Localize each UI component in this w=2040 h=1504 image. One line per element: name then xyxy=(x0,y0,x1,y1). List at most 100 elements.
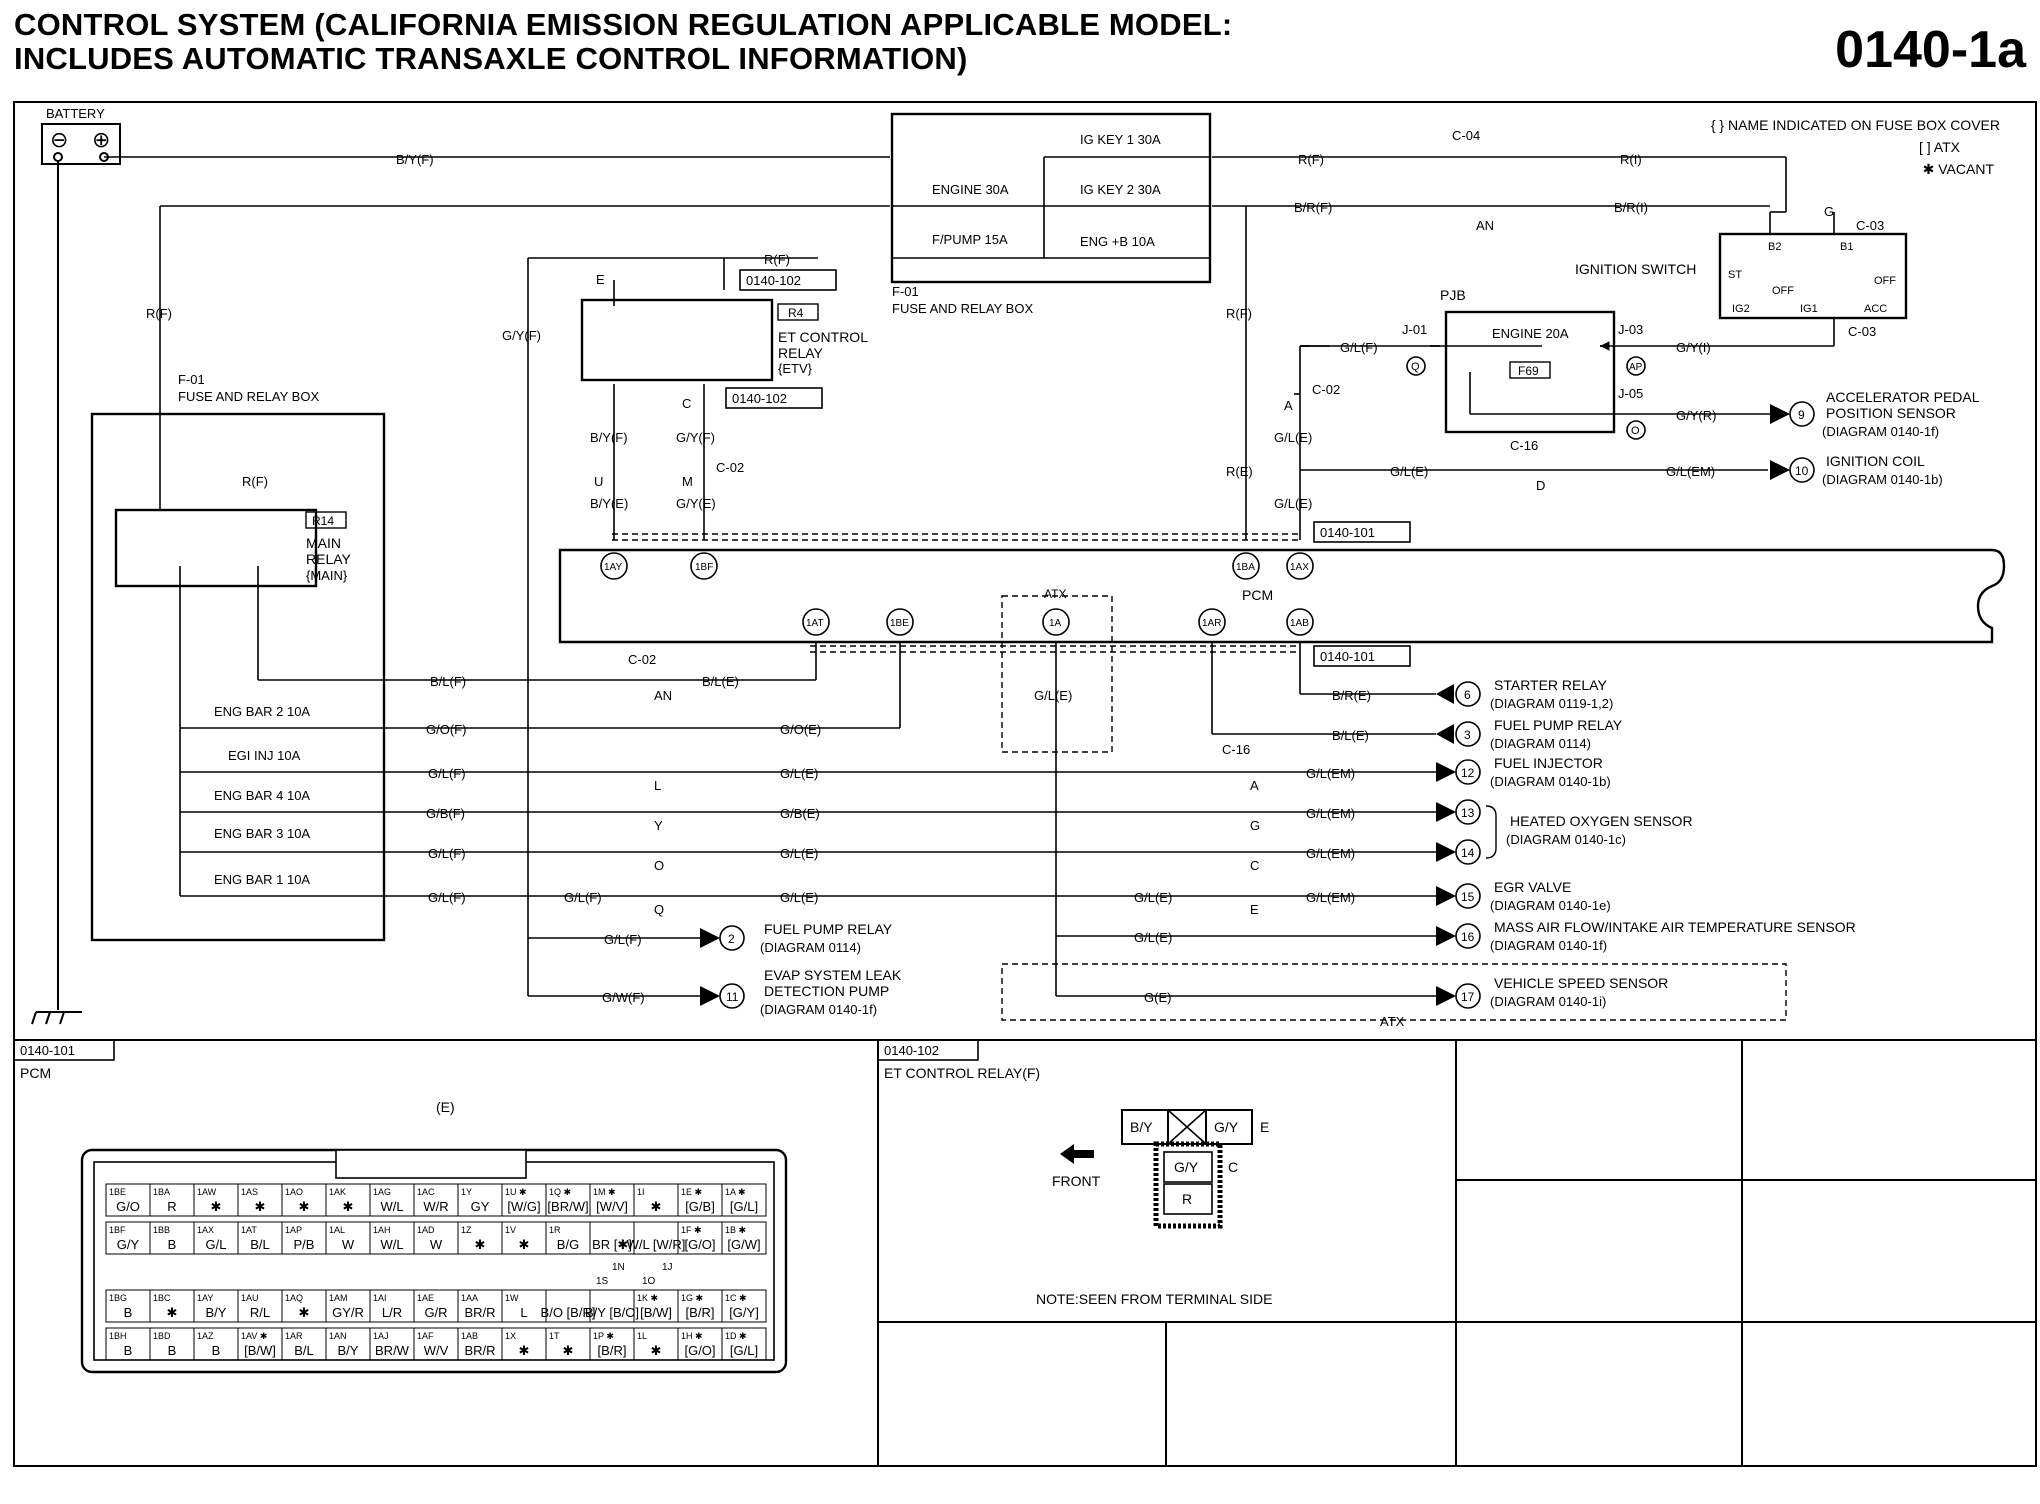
pin-1ax: 1AX xyxy=(1290,562,1309,573)
pcm-pin-id: 1AE xyxy=(417,1293,434,1303)
wire-glf-j01: G/L(F) xyxy=(1340,340,1378,355)
pcm-pin-color: BR/W xyxy=(375,1343,410,1358)
pcm-pin-id: 1K ✱ xyxy=(637,1293,658,1303)
pcm-pin-id: 1AQ xyxy=(285,1293,303,1303)
eng-bar4-fuse: ENG BAR 4 10A xyxy=(214,788,310,803)
frames xyxy=(13,101,2037,1467)
a-term: A xyxy=(1284,398,1293,413)
pcm-pin-id: 1BA xyxy=(153,1187,170,1197)
main-relay-line1: MAIN xyxy=(306,535,341,551)
pcm-pin-color: ✱ xyxy=(167,1305,178,1320)
eng-b-10a-fuse: ENG +B 10A xyxy=(1080,234,1155,249)
r4-label: R4 xyxy=(788,306,804,320)
c02a-label: C-02 xyxy=(1312,382,1340,397)
pcm-pin-color: ✱ xyxy=(519,1237,530,1252)
pcm-pin-color: R/L xyxy=(250,1305,270,1320)
pcm-pin-color: L/R xyxy=(382,1305,402,1320)
pcm-pin-color: ✱ xyxy=(299,1305,310,1320)
fuse-box-top: IG KEY 1 30A IG KEY 2 30A ENGINE 30A F/P… xyxy=(890,112,1212,316)
pcm-pin-cell xyxy=(721,1289,767,1323)
pcm-pin-id: 1Q ✱ xyxy=(549,1187,571,1197)
dest-fuel-pump-relay-2-ref: (DIAGRAM 0114) xyxy=(760,940,861,955)
ig2-term: IG2 xyxy=(1732,303,1750,315)
dest-accel-pedal: ACCELERATOR PEDAL xyxy=(1826,389,1980,405)
pcm-body: PCM ATX ATX 0140-101 0140-101 xyxy=(558,521,2006,1029)
pin-1bf: 1BF xyxy=(695,562,713,573)
dest-num-10: 10 xyxy=(1795,464,1809,478)
pcm-pin-color: B/G xyxy=(557,1237,579,1252)
pcm-pin-color: B/Y xyxy=(338,1343,359,1358)
ignition-switch: IGNITION SWITCH C-04 AN C-03 C-03 G ST I… xyxy=(1452,128,1908,339)
pcm-pin-id: 1AU xyxy=(241,1293,259,1303)
wire-re-pcm: R(E) xyxy=(1226,464,1253,479)
pcm-pin-color: ✱ xyxy=(211,1199,222,1214)
dest-ignition-coil-ref: (DIAGRAM 0140-1b) xyxy=(1822,472,1943,487)
engine-30a-fuse: ENGINE 30A xyxy=(932,182,1009,197)
title-line-2: INCLUDES AUTOMATIC TRANSAXLE CONTROL INF… xyxy=(14,41,968,76)
pin-1ar: 1AR xyxy=(1202,618,1221,629)
pcm-pin-color: B xyxy=(168,1343,177,1358)
wire-glf3b: G/L(F) xyxy=(564,890,602,905)
relay-gy: G/Y xyxy=(1214,1119,1239,1135)
pcm-pin-color: GY/R xyxy=(332,1305,364,1320)
pcm-pin-color: B/Y [B/O] xyxy=(585,1305,639,1320)
battery-minus-icon: ⊖ xyxy=(50,127,68,152)
atx-box-label: ATX xyxy=(1044,587,1066,601)
pcm-pin-color: [B/W] xyxy=(640,1305,672,1320)
an-label: AN xyxy=(1476,218,1494,233)
pcm-pin-color: [W/V] xyxy=(596,1199,628,1214)
fpump-15a-fuse: F/PUMP 15A xyxy=(932,232,1008,247)
pcm-pin-id: 1AT xyxy=(241,1225,257,1235)
pcm-pin-color: ✱ xyxy=(519,1343,530,1358)
relay-c: C xyxy=(1228,1159,1238,1175)
pin-1be: 1BE xyxy=(890,618,909,629)
pcm-pin-id: 1BH xyxy=(109,1331,127,1341)
pcm-e-label: (E) xyxy=(436,1099,455,1115)
wire-gof: G/O(F) xyxy=(426,722,466,737)
dest-fuel-pump-relay: FUEL PUMP RELAY xyxy=(1494,717,1623,733)
et-relay-line1: ET CONTROL xyxy=(778,329,868,345)
wire-glem-ign: G/L(EM) xyxy=(1666,464,1715,479)
pcm-pin-id: 1H ✱ xyxy=(681,1331,703,1341)
pcm-pin-id: 1F ✱ xyxy=(681,1225,702,1235)
dest-fuel-pump-relay-ref: (DIAGRAM 0114) xyxy=(1490,736,1591,751)
pcm-pin-color: ✱ xyxy=(563,1343,574,1358)
c03a-label: C-03 xyxy=(1856,218,1884,233)
et-ref-label: 0140-102 xyxy=(884,1043,939,1058)
wire-gle3: G/L(E) xyxy=(780,890,818,905)
pcm-pin-color: B/L xyxy=(294,1343,314,1358)
ref-0140-101a: 0140-101 xyxy=(1320,525,1375,540)
pcm-pin-id: 1AS xyxy=(241,1187,258,1197)
relay-by: B/Y xyxy=(1130,1119,1153,1135)
pcm-pin-color: G/O xyxy=(116,1199,140,1214)
pcm-pin-id: 1AI xyxy=(373,1293,387,1303)
pcm-pin-id: 1Y xyxy=(461,1187,472,1197)
fuse-box-top-name: FUSE AND RELAY BOX xyxy=(892,301,1033,316)
pcm-pin-color: B xyxy=(124,1305,133,1320)
dest-num-12: 12 xyxy=(1461,766,1475,780)
pin-1ay: 1AY xyxy=(604,562,622,573)
wire-byf-etv: B/Y(F) xyxy=(590,430,628,445)
conn-1j: 1J xyxy=(662,1262,673,1273)
wire-glf1: G/L(F) xyxy=(428,766,466,781)
wire-ri: R(I) xyxy=(1620,152,1642,167)
e-term: E xyxy=(596,272,605,287)
pcm-pin-grid: 1BEG/O1BAR1AW✱1AS✱1AO✱1AK✱1AGW/L1ACW/R1Y… xyxy=(105,1183,767,1361)
pcm-pin-color: W/L [W/R] xyxy=(627,1237,686,1252)
pcm-pin-id: 1AF xyxy=(417,1331,434,1341)
connector-labels: C-02 A C-02 U M C-02 AN L Y O Q C-16 D C… xyxy=(594,382,1545,917)
wire-gle3b: G/L(E) xyxy=(1134,890,1172,905)
dest-fuel-pump-relay-2: FUEL PUMP RELAY xyxy=(764,921,893,937)
pcm-pin-color: W/L xyxy=(380,1199,403,1214)
pcm-pin-id: 1AG xyxy=(373,1187,391,1197)
pcm-pin-id: 1AN xyxy=(329,1331,347,1341)
pcm-pin-id: 1AW xyxy=(197,1187,217,1197)
pjb-label: PJB xyxy=(1440,287,1466,303)
dest-evap-pump: EVAP SYSTEM LEAK xyxy=(764,967,902,983)
pcm-pin-id: 1AV ✱ xyxy=(241,1331,267,1341)
u-term: U xyxy=(594,474,603,489)
pcm-pin-color: B xyxy=(212,1343,221,1358)
legend-atx: [ ] ATX xyxy=(1919,139,1961,155)
pcm-pin-id: 1E ✱ xyxy=(681,1187,702,1197)
